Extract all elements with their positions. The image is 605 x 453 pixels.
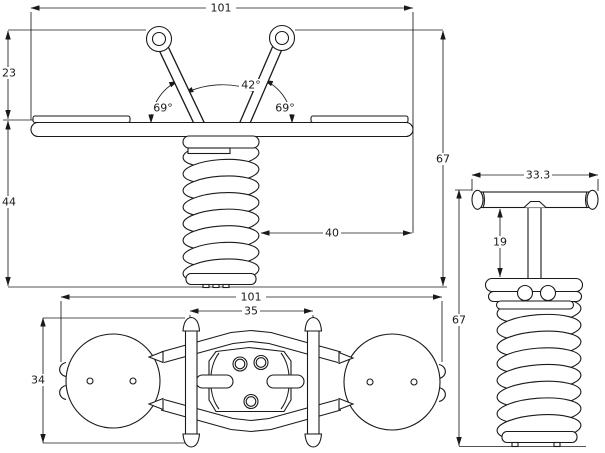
dim-spring-offset-label: 40 [325, 227, 339, 240]
front-view-parts [30, 24, 414, 289]
beam-edge-bottom-inner [163, 398, 339, 422]
spring-top-mount [182, 135, 260, 149]
handle-cap-left-edge [482, 191, 486, 209]
handlebar-shaft [184, 329, 198, 435]
angle-69-left-label: 69° [153, 102, 173, 115]
base-foot [202, 283, 210, 289]
foot-peg-left-2 [59, 384, 67, 401]
handlebar-cap-bottom [182, 433, 201, 448]
dim-side-total-height-label: 67 [452, 314, 466, 327]
base-foot [553, 441, 561, 448]
footrest-tube-end-left [516, 284, 534, 302]
seat-pad-left [32, 115, 131, 124]
beam-clamp-left-bottom [147, 397, 164, 411]
angle-42-label: 42° [241, 79, 261, 92]
side-view-parts [471, 189, 599, 448]
handle-cap-right-edge [584, 191, 588, 209]
handlebar-ring-left-inner [151, 31, 167, 47]
handlebar-ring-right-inner [274, 30, 290, 46]
seat-bolt-hole [86, 377, 94, 385]
foot-peg-right-1 [438, 363, 446, 380]
angle-arc-69-left [148, 80, 179, 124]
seat-disc-right [343, 333, 441, 431]
foot-peg-right-2 [438, 386, 446, 403]
dim-post-height-label: 19 [493, 236, 507, 249]
spring-base-plate-side [501, 430, 578, 444]
seat-beam [30, 121, 414, 138]
handle-cap-left [471, 189, 484, 210]
base-foot [222, 283, 230, 289]
dim-handle-height-label: 23 [2, 67, 16, 80]
handlebar-left-top-view [182, 316, 201, 448]
mount-plate-upper [484, 277, 584, 293]
beam-clamp-right-top [338, 351, 355, 365]
mount-plate-middle [487, 290, 583, 303]
mount-hole-inner [234, 358, 246, 370]
beam-edge-top-inner [163, 340, 339, 364]
post-collar [523, 200, 547, 208]
handlebar-right-top-view [304, 316, 323, 448]
seat-bolt-hole [410, 378, 418, 386]
dim-top-width-label: 34 [31, 374, 45, 387]
dim-seat-height-label: 44 [2, 196, 16, 209]
handle-post [527, 195, 542, 286]
beam-clamp-left-top [147, 350, 164, 364]
handlebar-cap-top [304, 316, 323, 332]
dim-handlebar-width-label: 33.3 [526, 169, 551, 182]
footrest-tube-end-right [539, 284, 557, 302]
top-view-parts [59, 316, 446, 448]
seat-disc-left [65, 333, 161, 429]
seat-pad-right [310, 115, 409, 124]
handlebar-cap-top [182, 316, 201, 332]
angle-arc-69-right [263, 79, 295, 124]
mount-hole-inner [255, 357, 267, 368]
beam-edge-bottom-outer [160, 409, 342, 433]
dim-handlebar-spacing-label: 35 [244, 305, 258, 318]
handlebar-shaft [306, 329, 320, 435]
coil-spring-side [496, 297, 582, 442]
base-foot [212, 283, 220, 289]
coil-spring-front [182, 142, 260, 285]
mount-plate-lower [495, 300, 575, 310]
top-view-dimensions [40, 294, 443, 444]
footrest-left [195, 374, 234, 389]
beam-edge-top-outer [160, 329, 342, 353]
spring-base-plate-front [185, 272, 257, 286]
side-view [455, 172, 599, 448]
handle-cap-right [586, 189, 599, 210]
seat-bolt-hole [366, 378, 374, 386]
handlebar-cap-bottom [304, 433, 323, 448]
footrest-right [266, 374, 305, 389]
dim-top-length-label: 101 [241, 291, 262, 304]
top-view [40, 294, 446, 448]
beam-clamp-right-bottom [338, 397, 355, 411]
handlebar-left-fill [158, 43, 204, 127]
dim-front-total-height-label: 67 [436, 153, 450, 166]
angle-69-right-label: 69° [275, 102, 295, 115]
mount-hole-inner [245, 396, 257, 407]
dim-front-width-label: 101 [211, 2, 232, 15]
base-foot [511, 441, 519, 448]
dimension-labels: 101 23 44 67 40 42° 69° 69° 33.3 19 67 1… [1, 2, 552, 387]
front-view [3, 5, 447, 289]
seat-bolt-hole [129, 377, 137, 385]
foot-peg-left-1 [59, 361, 67, 378]
spring-top-mount-step [187, 147, 231, 155]
